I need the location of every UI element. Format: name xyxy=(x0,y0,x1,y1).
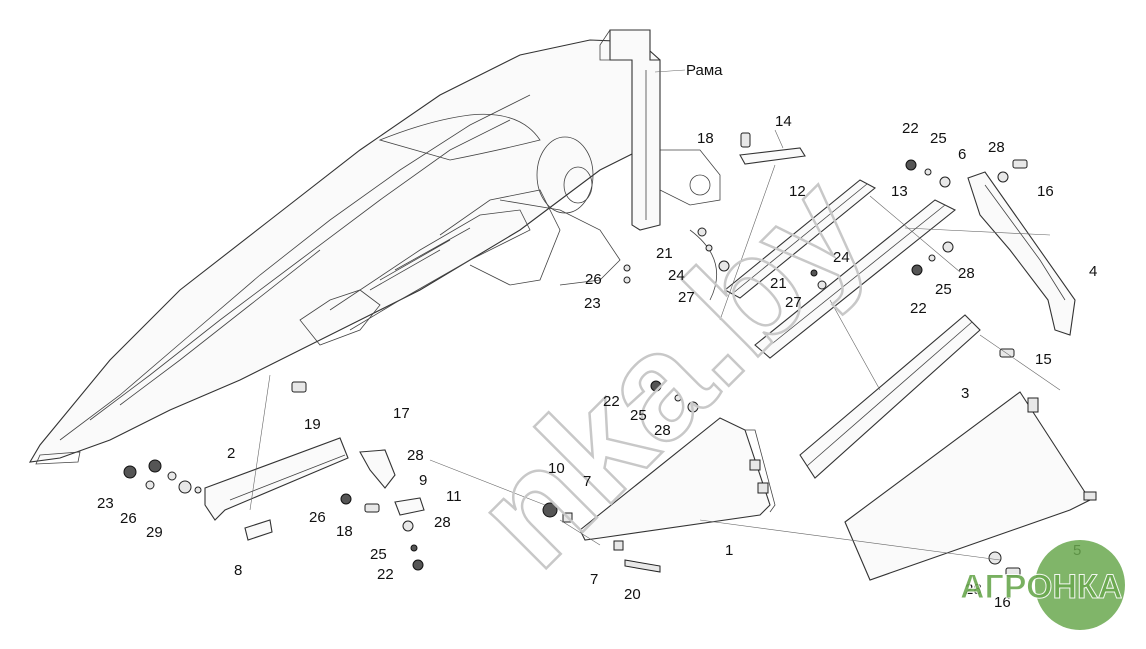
agronka-logo: АГРОНКА xyxy=(960,540,1125,630)
label-25-top: 25 xyxy=(930,130,947,147)
strip-13 xyxy=(754,199,957,359)
strip-12 xyxy=(724,179,876,299)
header-body xyxy=(28,39,721,465)
label-24-b: 24 xyxy=(833,249,850,266)
label-25-d: 25 xyxy=(370,546,387,563)
label-7-b: 7 xyxy=(590,571,598,588)
logo-text: АГРОНКА xyxy=(960,568,1122,606)
label-28-c: 28 xyxy=(654,422,671,439)
main-frame xyxy=(599,29,686,231)
label-22-c: 22 xyxy=(603,393,620,410)
label-26-c: 26 xyxy=(309,509,326,526)
label-16-b: 16 xyxy=(994,594,1011,611)
label-4: 4 xyxy=(1089,263,1097,280)
bracket-14 xyxy=(739,129,806,165)
label-20: 20 xyxy=(624,586,641,603)
label-1: 1 xyxy=(725,542,733,559)
label-13: 13 xyxy=(891,183,908,200)
label-2: 2 xyxy=(227,445,235,462)
label-8: 8 xyxy=(234,562,242,579)
label-25-c: 25 xyxy=(630,407,647,424)
label-29: 29 xyxy=(146,524,163,541)
label-28-top: 28 xyxy=(988,139,1005,156)
label-28-b: 28 xyxy=(958,265,975,282)
label-6: 6 xyxy=(958,146,966,163)
label-25-b: 25 xyxy=(935,281,952,298)
label-22-d: 22 xyxy=(377,566,394,583)
label-7-a: 7 xyxy=(583,473,591,490)
label-26-a: 26 xyxy=(585,271,602,288)
label-rama: Рама xyxy=(686,62,723,79)
bracket-2 xyxy=(204,374,425,541)
label-10: 10 xyxy=(548,460,565,477)
label-28-e: 28 xyxy=(434,514,451,531)
panel-4 xyxy=(967,171,1076,336)
label-26-b: 26 xyxy=(120,510,137,527)
label-23-b: 23 xyxy=(97,495,114,512)
label-23-a: 23 xyxy=(584,295,601,312)
label-28-f: 28 xyxy=(965,581,982,598)
label-24-a: 24 xyxy=(668,267,685,284)
logo-circle xyxy=(1035,540,1125,630)
label-21-b: 21 xyxy=(770,275,787,292)
label-21-a: 21 xyxy=(656,245,673,262)
plate-1 xyxy=(579,417,776,541)
label-17: 17 xyxy=(393,405,410,422)
label-11: 11 xyxy=(446,488,462,505)
label-3: 3 xyxy=(961,385,969,402)
label-27-a: 27 xyxy=(678,289,695,306)
label-19: 19 xyxy=(304,416,321,433)
label-27-b: 27 xyxy=(785,294,802,311)
label-18-b: 18 xyxy=(336,523,353,540)
label-28-d: 28 xyxy=(407,447,424,464)
label-22-b: 22 xyxy=(910,300,927,317)
label-22-top: 22 xyxy=(902,120,919,137)
label-16-top: 16 xyxy=(1037,183,1054,200)
label-12: 12 xyxy=(789,183,806,200)
hardware xyxy=(123,159,1028,577)
plate-5 xyxy=(844,391,1097,581)
label-15: 15 xyxy=(1035,351,1052,368)
plate-3 xyxy=(799,314,981,479)
label-9: 9 xyxy=(419,472,427,489)
label-14: 14 xyxy=(775,113,792,130)
label-18-top: 18 xyxy=(697,130,714,147)
leader-lines xyxy=(429,164,1061,561)
